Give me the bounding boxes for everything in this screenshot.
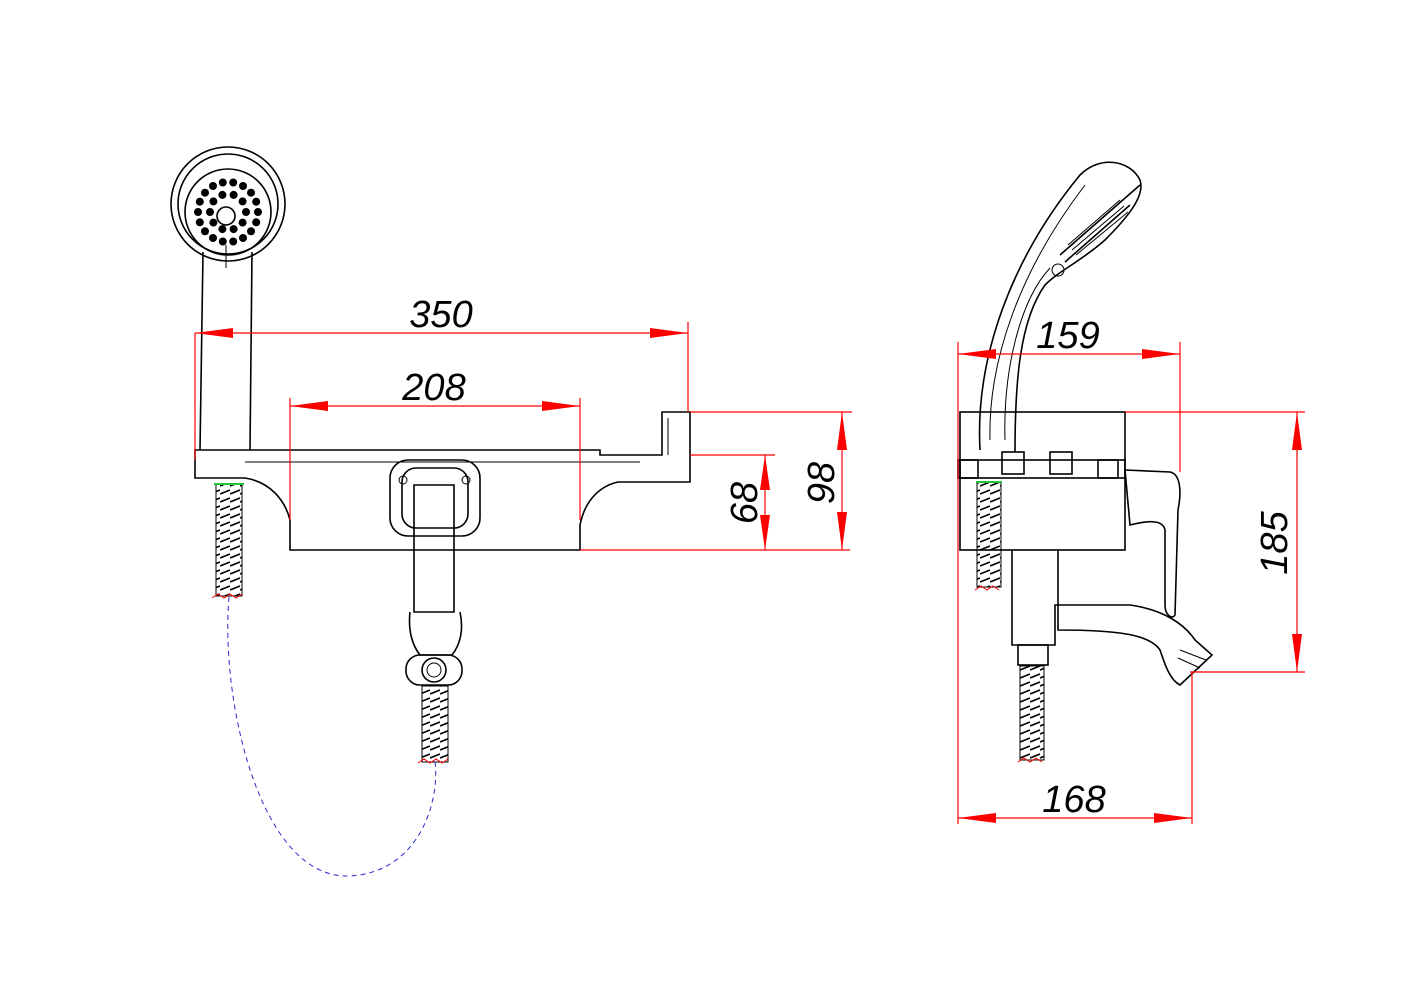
front-dimensions: 350 208 68 98 — [194, 294, 852, 551]
dim-68-label: 68 — [724, 482, 766, 524]
shower-nozzle — [218, 237, 227, 246]
shower-nozzle — [206, 208, 214, 216]
shower-nozzle — [229, 178, 238, 187]
shower-nozzle — [194, 208, 202, 216]
shower-nozzle — [254, 208, 262, 216]
hose-side-bottom-coil — [1019, 665, 1045, 761]
dim-98-label: 98 — [801, 462, 843, 504]
shower-nozzle — [252, 197, 261, 206]
shower-nozzle — [242, 208, 250, 216]
hose-left-coil — [215, 483, 243, 597]
shower-nozzle — [201, 188, 209, 197]
shower-nozzle — [195, 197, 204, 206]
shower-nozzle — [209, 197, 218, 206]
side-view — [957, 161, 1214, 763]
shower-nozzle — [209, 182, 217, 190]
hose-side-top-coil — [976, 481, 1002, 588]
shower-nozzle — [229, 190, 238, 199]
shower-nozzle — [195, 218, 204, 227]
dim-168-label: 168 — [1042, 779, 1105, 821]
dim-350-label: 350 — [409, 294, 472, 336]
shower-nozzle — [218, 225, 227, 234]
mixer-body-side — [957, 411, 1214, 686]
front-view — [170, 146, 691, 877]
shower-nozzle — [201, 227, 209, 236]
side-dimensions: 159 168 185 — [957, 315, 1305, 824]
shower-nozzle — [252, 218, 261, 227]
hand-shower-front — [170, 146, 286, 451]
shower-nozzle — [218, 190, 227, 199]
shower-nozzle — [238, 197, 247, 206]
dim-208-label: 208 — [401, 367, 465, 409]
dim-159-label: 159 — [1036, 315, 1099, 357]
shower-nozzle — [239, 182, 247, 190]
shower-nozzle — [239, 234, 247, 242]
mixer-body-front — [194, 411, 691, 686]
shower-nozzle — [209, 234, 217, 242]
shower-nozzle — [229, 225, 238, 234]
shower-nozzle — [209, 218, 218, 227]
shower-nozzle — [247, 227, 255, 236]
dim-185-label: 185 — [1254, 510, 1296, 574]
hose-route-dashed — [227, 596, 437, 877]
shower-nozzle — [238, 218, 247, 227]
shower-nozzle — [218, 178, 227, 187]
shower-nozzle — [247, 188, 255, 197]
shower-nozzle — [229, 237, 238, 246]
hose-bottom-coil — [421, 685, 449, 763]
hand-shower-side — [978, 161, 1142, 453]
